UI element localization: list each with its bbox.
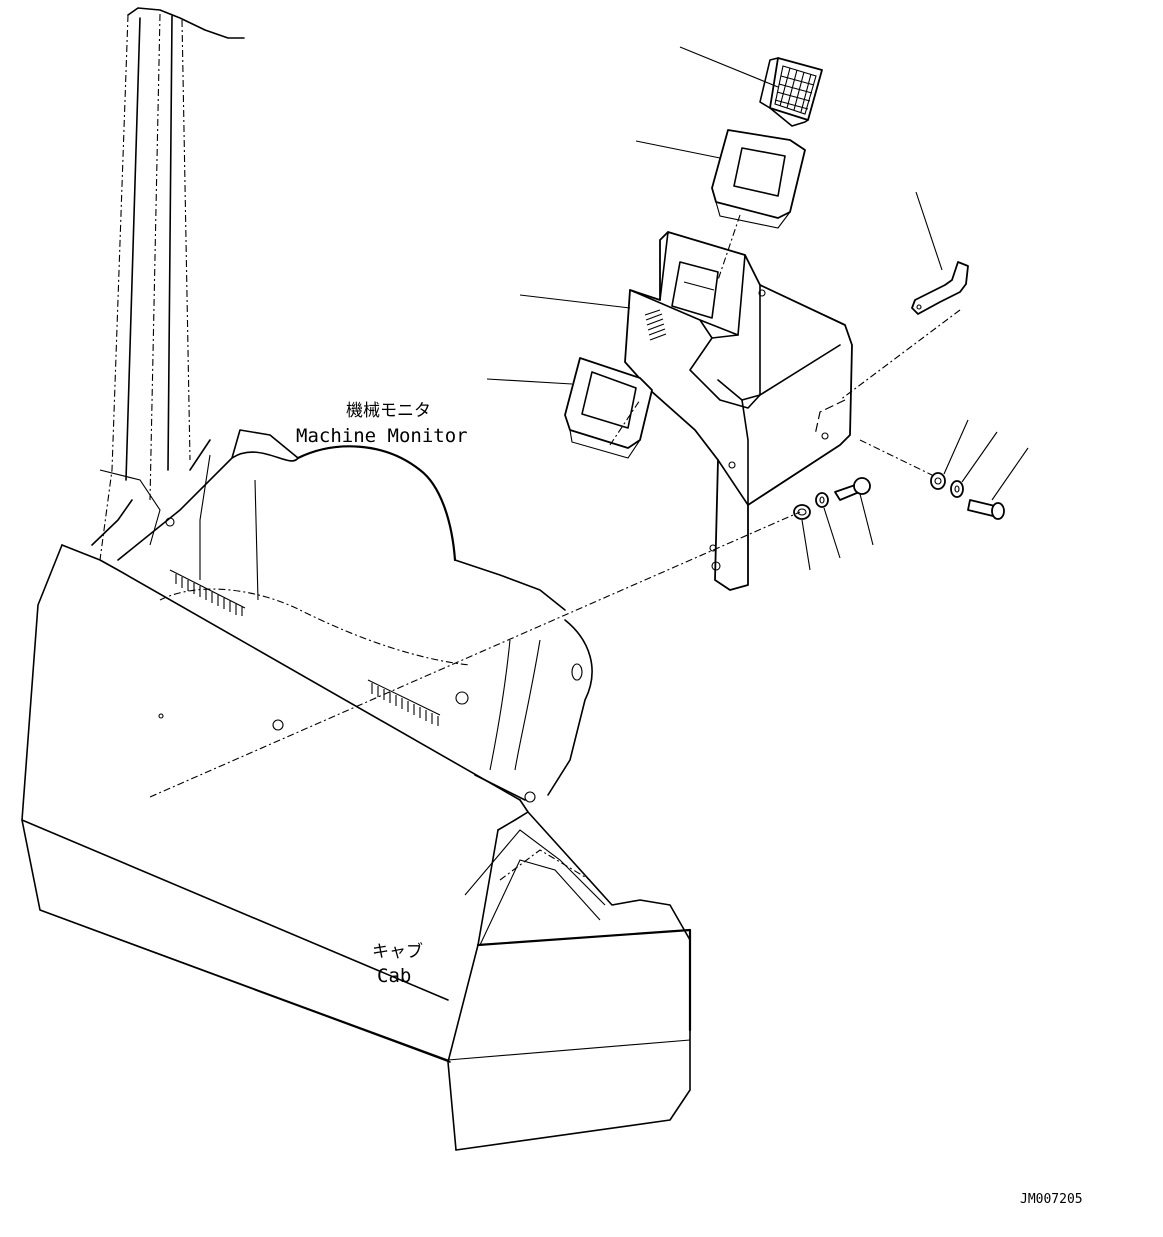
cab-label-ja: キャブ	[372, 941, 423, 962]
drawing-code: JM007205	[1020, 1192, 1083, 1207]
monitor-label-en: Machine Monitor	[296, 425, 468, 447]
leader-lines	[149, 46, 1029, 798]
monitor-vent-left	[169, 569, 246, 616]
fasteners	[793, 472, 1005, 520]
cab-body	[21, 544, 692, 1151]
monitor-vent-right	[367, 679, 441, 726]
seal-lower	[564, 357, 653, 459]
louver-grille	[759, 57, 823, 127]
cab-pillar	[91, 7, 245, 561]
monitor-label-ja: 機械モニタ	[346, 401, 431, 421]
machine-monitor-console	[117, 429, 593, 803]
bracket-clip	[911, 261, 969, 315]
cab-label-en: Cab	[377, 965, 411, 987]
seal-upper	[711, 129, 806, 229]
air-duct	[624, 231, 853, 591]
